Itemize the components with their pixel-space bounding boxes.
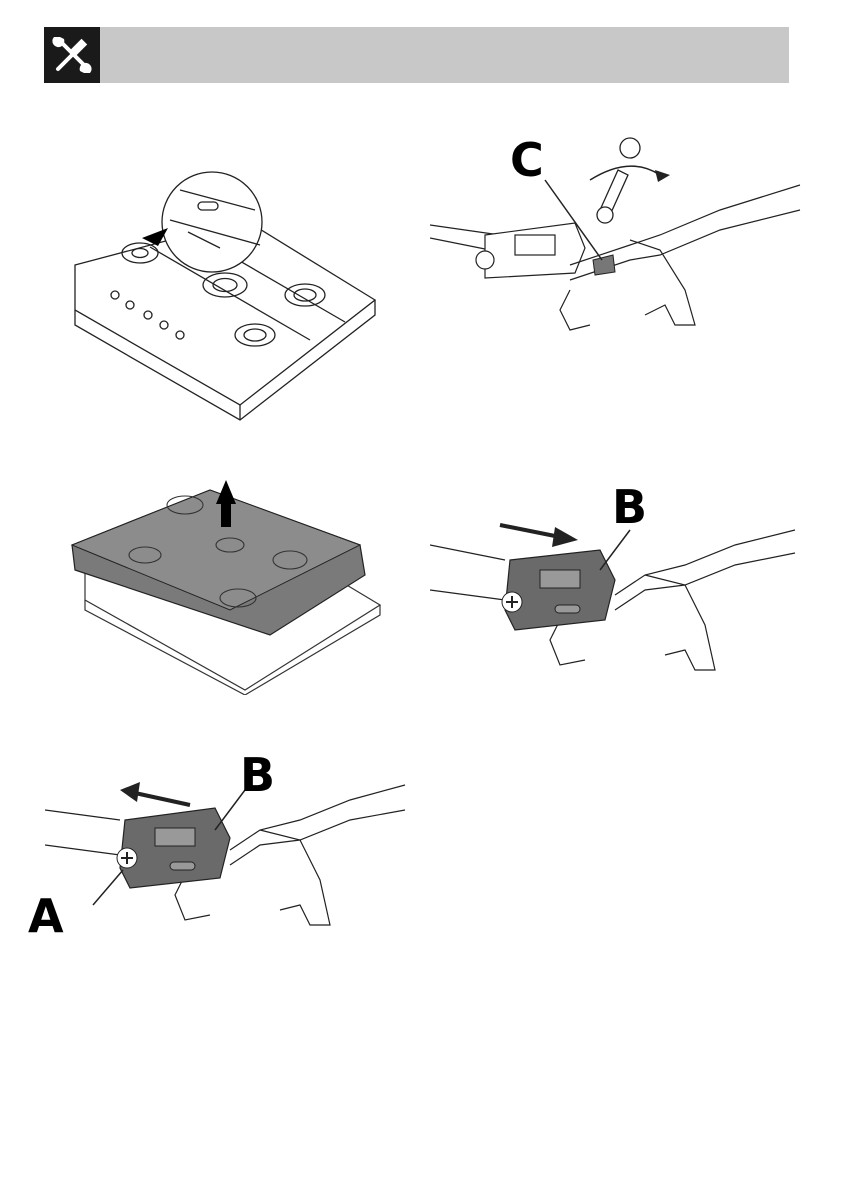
callout-label-b-bottom: B [240,752,275,798]
figure-sleeve-push [430,515,810,715]
section-header-bar [44,27,789,83]
figure-sleeve-pull [45,760,425,960]
figure-hob-lifted [60,470,395,695]
figure-wrench-nut [430,130,810,340]
callout-label-c: C [510,137,544,183]
callout-label-a: A [28,893,64,939]
figure-hob-magnifier [60,150,390,430]
callout-label-b-top: B [612,484,647,530]
wrench-screwdriver-icon [44,27,100,83]
